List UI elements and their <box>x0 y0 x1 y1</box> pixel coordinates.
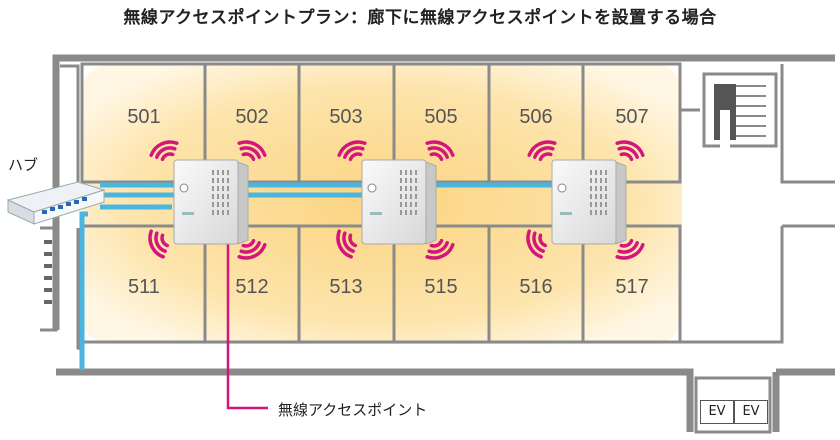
signal-arc <box>343 146 365 159</box>
room-507: 507 <box>615 106 649 128</box>
hub-device <box>6 181 106 225</box>
room-512: 512 <box>235 276 269 298</box>
room-513: 513 <box>329 276 363 298</box>
signal-arc <box>160 233 170 248</box>
signal-arc <box>149 140 179 157</box>
signal-arc <box>348 233 358 248</box>
access-point-2 <box>361 159 437 245</box>
signal-arc <box>237 140 267 157</box>
room-505: 505 <box>424 106 458 128</box>
access-point-label: 無線アクセスポイント <box>278 401 428 419</box>
ap-callout-line <box>226 236 268 410</box>
signal-arc <box>337 140 367 157</box>
room-511: 511 <box>128 276 160 298</box>
signal-arc <box>241 152 256 162</box>
signal-arc <box>526 229 543 259</box>
signal-arc <box>155 146 177 159</box>
signal-arc <box>427 146 449 159</box>
room-503: 503 <box>329 106 363 128</box>
staircase <box>678 64 835 344</box>
signal-arc <box>533 146 555 159</box>
signal-arc <box>429 238 444 248</box>
signal-arc <box>148 229 165 259</box>
room-515: 515 <box>424 276 458 298</box>
signal-arc <box>527 140 557 157</box>
signal-arc <box>336 229 353 259</box>
signal-arc <box>425 140 455 157</box>
access-point-3 <box>551 159 627 245</box>
room-502: 502 <box>235 106 269 128</box>
access-points <box>173 159 627 245</box>
left-vents <box>44 240 52 304</box>
signal-arc <box>427 241 449 254</box>
signal-arc <box>619 152 634 162</box>
signal-arc <box>615 243 645 260</box>
hub-label: ハブ <box>8 156 39 174</box>
signal-arc <box>617 146 639 159</box>
signal-arc <box>619 238 634 248</box>
signal-arc <box>532 231 545 253</box>
elevator-1: EV <box>700 400 734 424</box>
signal-arc <box>237 243 267 260</box>
signal-arc <box>538 152 553 162</box>
elevator-2: EV <box>734 400 768 424</box>
signal-arc <box>241 238 256 248</box>
signal-arc <box>615 140 645 157</box>
access-point-1 <box>173 159 249 245</box>
signal-arc <box>425 243 455 260</box>
signal-arc <box>348 152 363 162</box>
room-517: 517 <box>615 276 649 298</box>
signal-arc <box>154 231 167 253</box>
signal-arc <box>239 241 261 254</box>
signal-arc <box>538 233 548 248</box>
room-516: 516 <box>519 276 553 298</box>
signal-arc <box>617 241 639 254</box>
wireless-signals <box>148 140 645 260</box>
signal-arc <box>160 152 175 162</box>
signal-arc <box>429 152 444 162</box>
room-506: 506 <box>519 106 553 128</box>
room-501: 501 <box>127 106 161 128</box>
diagram-title: 無線アクセスポイントプラン：廊下に無線アクセスポイントを設置する場合 <box>123 8 717 28</box>
signal-arc <box>239 146 261 159</box>
signal-arc <box>342 231 355 253</box>
